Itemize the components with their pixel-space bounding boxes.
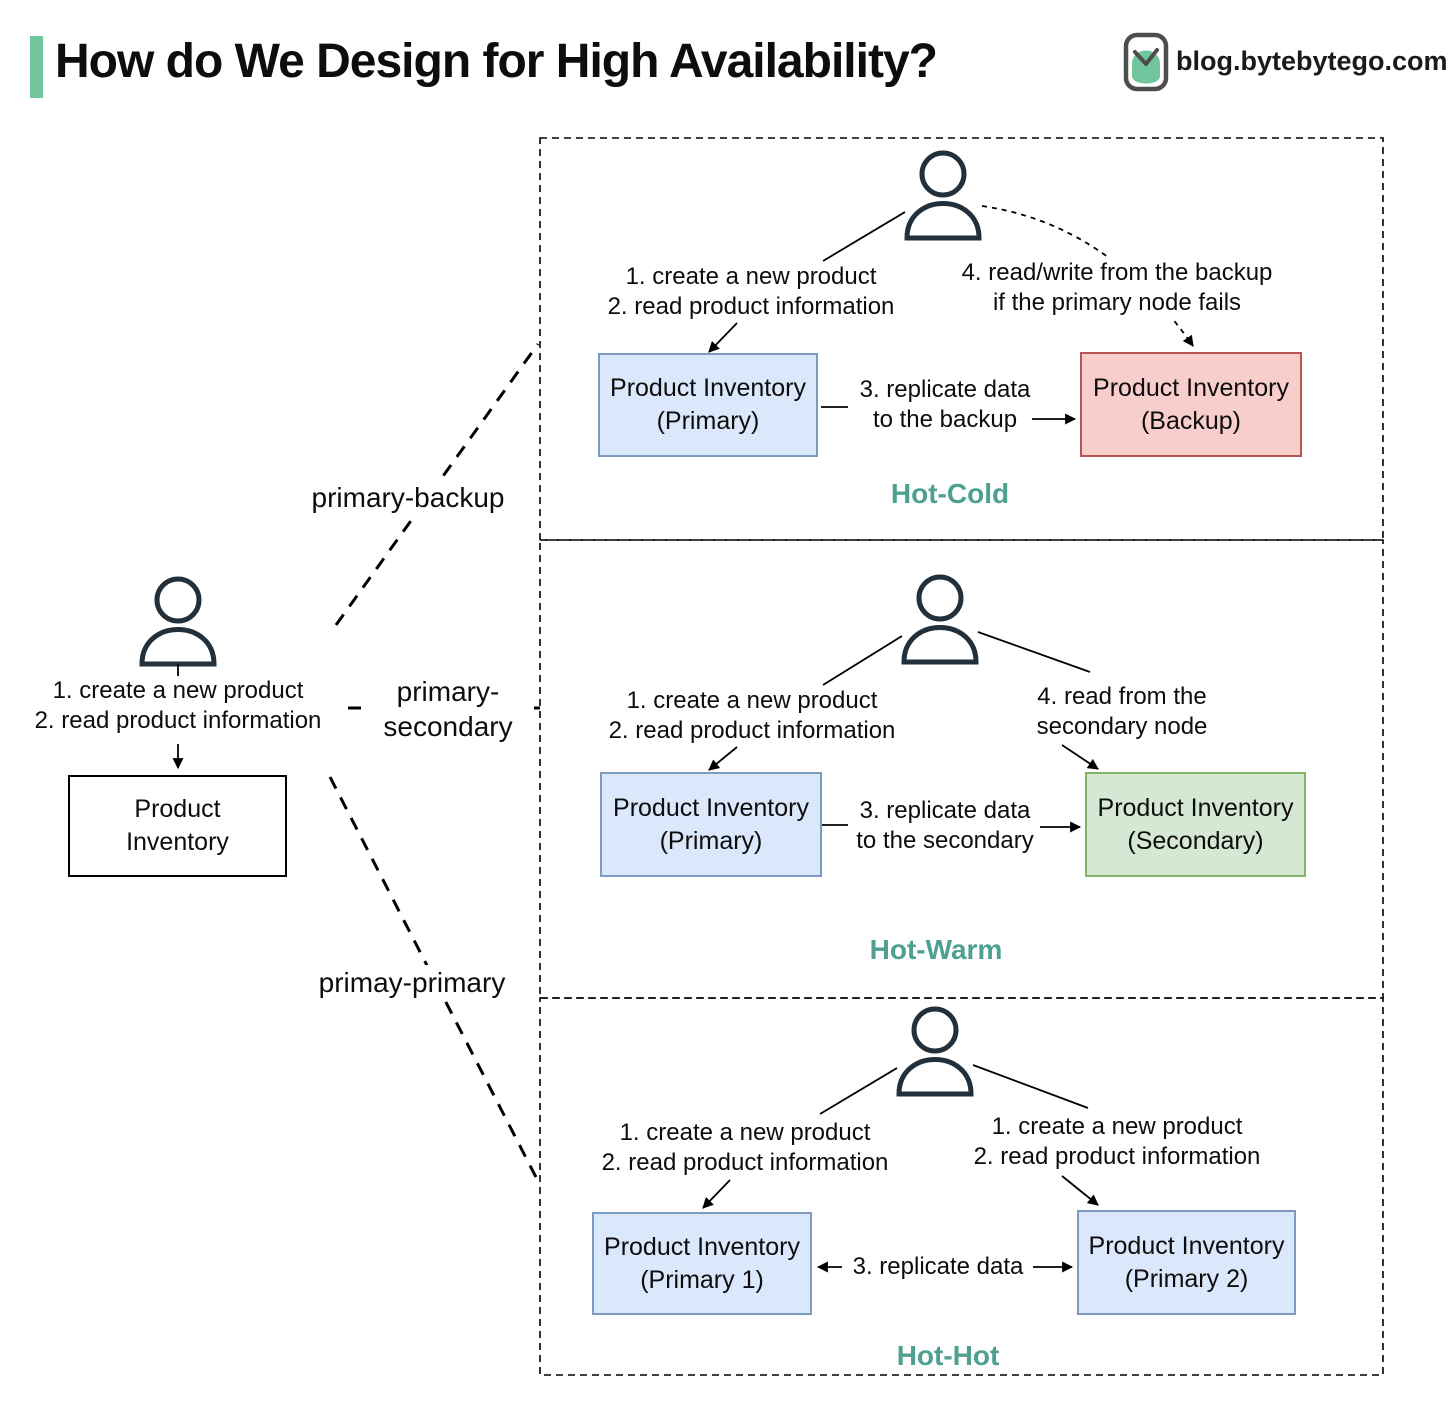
label-primary-secondary-line2: secondary (383, 711, 513, 742)
hot-hot-actions-arrow-left (702, 1179, 731, 1209)
hot-warm-secondary-line2: (Secondary) (1127, 826, 1264, 855)
hot-cold-replicate-line1: 3. replicate data (859, 376, 1031, 403)
hot-hot-primary1-line1: Product Inventory (604, 1232, 800, 1261)
hot-warm-actions-text: 1. create a new product 2. read product … (582, 686, 922, 746)
hot-cold-failover-line1: 4. read/write from the backup (961, 259, 1273, 286)
hot-cold-label: Hot-Cold (890, 478, 1010, 509)
hot-hot-user-line-right (972, 1064, 1089, 1109)
hot-warm-replicate-text: 3. replicate data to the secondary (825, 796, 1065, 856)
hot-cold-backup-line2: (Backup) (1140, 406, 1242, 435)
hot-cold-actions-line1: 1. create a new product (625, 263, 877, 290)
hot-cold-primary-node: Product Inventory (Primary) (598, 353, 818, 457)
hot-cold-actions-line2: 2. read product information (607, 293, 895, 320)
client-actions-line2: 2. read product information (34, 707, 322, 734)
hot-warm-primary-node: Product Inventory (Primary) (600, 772, 822, 877)
hot-warm-actions-line1: 1. create a new product (626, 687, 878, 714)
hot-warm-label: Hot-Warm (869, 934, 1003, 965)
hot-warm-secondary-line1: Product Inventory (1097, 793, 1294, 822)
hot-warm-read-line2: secondary node (1036, 713, 1208, 740)
hot-cold-backup-node: Product Inventory (Backup) (1080, 352, 1302, 457)
hot-cold-primary-line1: Product Inventory (610, 374, 806, 402)
hot-warm-read-text: 4. read from the secondary node (1002, 682, 1242, 742)
hot-warm-primary-line1: Product Inventory (613, 793, 809, 822)
client-actions-text: 1. create a new product 2. read product … (0, 676, 356, 736)
hot-warm-user-icon (904, 577, 976, 662)
hot-hot-user-line-left (819, 1067, 898, 1115)
hot-cold-replicate-text: 3. replicate data to the backup (835, 375, 1055, 435)
hot-hot-primary2-line2: (Primary 2) (1124, 1264, 1249, 1293)
product-inventory-node: Product Inventory (68, 775, 287, 877)
client-actions-line1: 1. create a new product (52, 677, 304, 704)
bytebytego-logo-icon (1123, 32, 1169, 92)
hot-warm-read-line1: 4. read from the (1037, 683, 1207, 710)
connector-primary-primary-line (328, 776, 541, 1184)
title-accent-bar (30, 36, 43, 98)
hot-hot-panel-border (539, 997, 1384, 1376)
hot-warm-replicate-line1: 3. replicate data (859, 797, 1031, 824)
hot-hot-actions-right-text: 1. create a new product 2. read product … (947, 1112, 1287, 1172)
label-primary-backup: primary-backup (296, 480, 520, 515)
hot-cold-user-line (822, 211, 906, 262)
hot-hot-user-icon (899, 1009, 971, 1094)
hot-cold-user-icon (907, 153, 979, 238)
page-title: How do We Design for High Availability? (55, 35, 938, 88)
hot-warm-read-arrow (1061, 744, 1099, 770)
hot-hot-label: Hot-Hot (896, 1340, 1000, 1371)
hot-warm-actions-arrow (708, 746, 738, 771)
label-primary-secondary-line1: primary- (396, 676, 500, 707)
hot-warm-panel-border (539, 539, 1384, 999)
product-inventory-line1: Product (134, 795, 221, 823)
hot-warm-user-line-left (822, 635, 903, 686)
hot-warm-user-line-right (977, 631, 1091, 673)
user-icon (142, 579, 214, 664)
hot-hot-actions-left-line2: 2. read product information (601, 1149, 889, 1176)
hot-cold-replicate-line2: to the backup (872, 406, 1018, 433)
hot-cold-backup-line1: Product Inventory (1093, 373, 1289, 402)
hot-hot-actions-left-line1: 1. create a new product (619, 1119, 871, 1146)
hot-hot-primary2-node: Product Inventory (Primary 2) (1077, 1210, 1296, 1315)
hot-hot-primary1-node: Product Inventory (Primary 1) (592, 1212, 812, 1315)
hot-cold-failover-line2: if the primary node fails (992, 289, 1242, 316)
hot-cold-primary-line2: (Primary) (656, 407, 760, 435)
hot-cold-actions-text: 1. create a new product 2. read product … (581, 262, 921, 322)
hot-warm-primary-line2: (Primary) (659, 826, 763, 855)
product-inventory-line2: Inventory (126, 828, 229, 856)
label-primary-secondary: primary- secondary (362, 674, 534, 744)
hot-warm-secondary-node: Product Inventory (Secondary) (1085, 772, 1306, 877)
hot-hot-actions-arrow-right (1061, 1175, 1099, 1206)
label-primary-primary: primay-primary (300, 965, 524, 1000)
hot-warm-actions-line2: 2. read product information (608, 717, 896, 744)
hot-cold-failover-text: 4. read/write from the backup if the pri… (927, 258, 1307, 318)
hot-hot-primary1-line2: (Primary 1) (640, 1265, 764, 1294)
hot-warm-replicate-line2: to the secondary (856, 827, 1034, 854)
hot-hot-actions-left-text: 1. create a new product 2. read product … (575, 1118, 915, 1178)
hot-cold-actions-arrow (708, 322, 738, 353)
hot-hot-actions-right-line2: 2. read product information (973, 1143, 1261, 1170)
brand-url: blog.bytebytego.com (1176, 46, 1448, 76)
hot-hot-actions-right-line1: 1. create a new product (991, 1113, 1243, 1140)
hot-hot-replicate-text: 3. replicate data (852, 1253, 1024, 1280)
hot-hot-primary2-line1: Product Inventory (1088, 1231, 1285, 1260)
hot-cold-panel-border (539, 137, 1384, 541)
